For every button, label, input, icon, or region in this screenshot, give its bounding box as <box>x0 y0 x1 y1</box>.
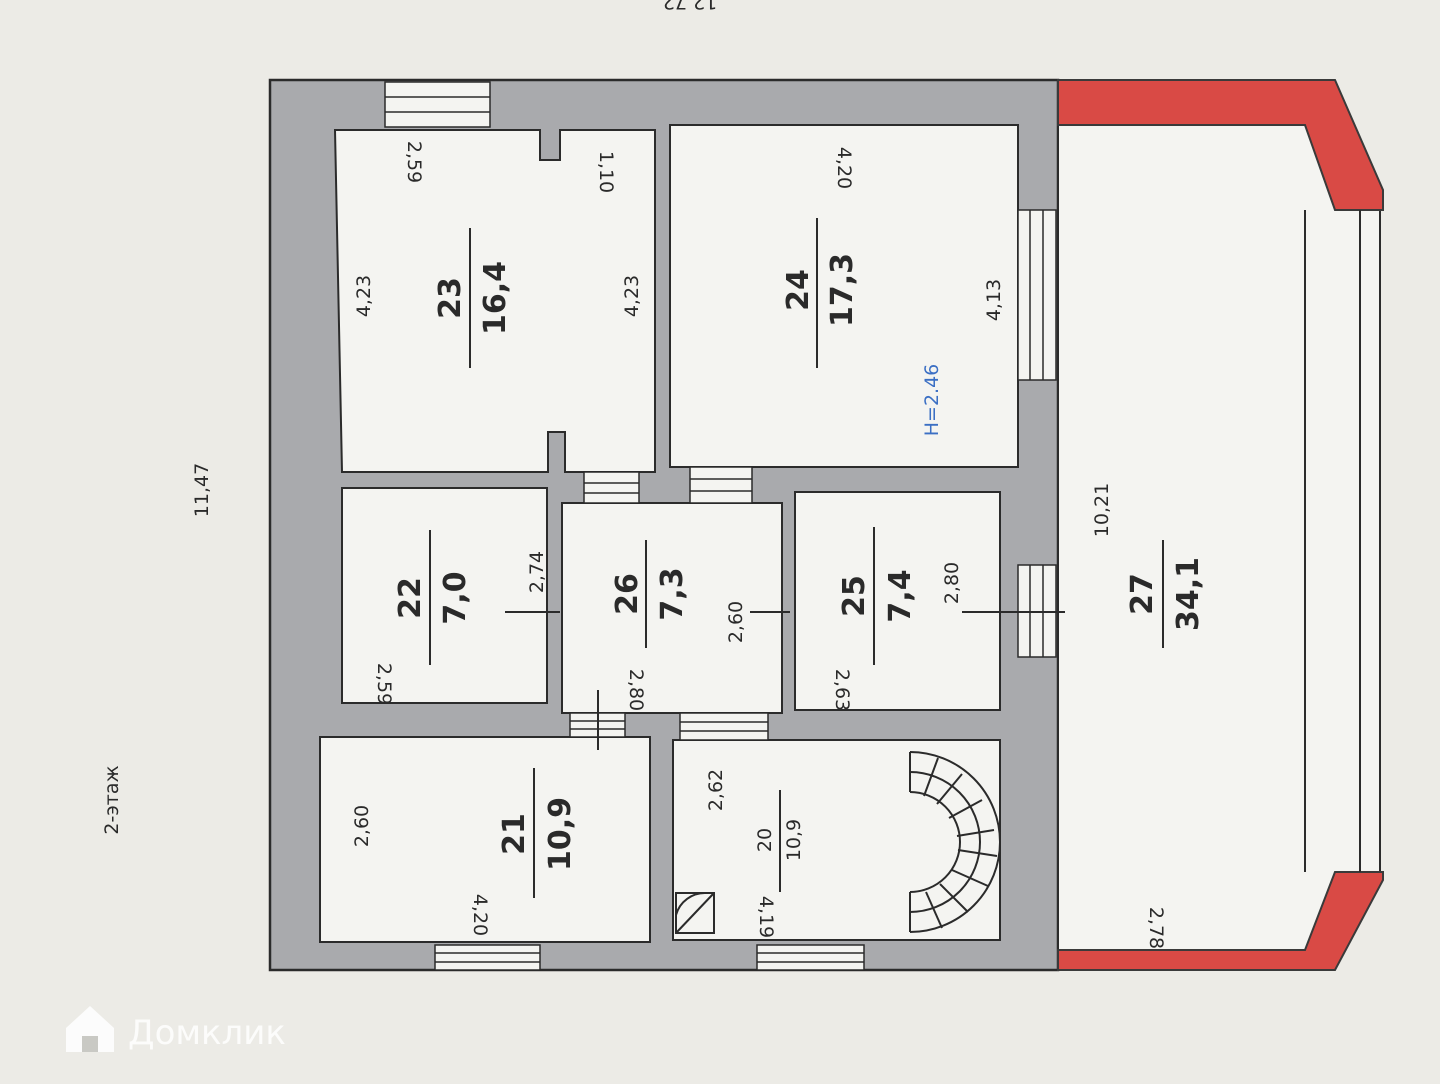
spiral-staircase <box>909 751 1001 933</box>
overall-width: 11,47 <box>191 463 213 517</box>
room-21-dim-bottom: 4,20 <box>469 894 491 936</box>
room-24-area: 17,3 <box>825 253 860 327</box>
floor-label: 2-этаж <box>101 765 123 834</box>
rooms <box>319 124 1019 943</box>
area-fraction-lines <box>429 218 1164 898</box>
room-27-dim-bottom: 2,78 <box>1145 907 1167 949</box>
room-23-dim-notch: 1,10 <box>595 151 617 193</box>
room-21-number: 21 <box>497 813 532 855</box>
room-24 <box>669 124 1019 468</box>
room-22 <box>341 487 548 704</box>
room-25-dim-bottom: 2,63 <box>831 669 853 711</box>
watermark-text: Домклик <box>128 1013 286 1053</box>
room-24-dim-right: 4,13 <box>983 279 1005 321</box>
room-20-area: 10,9 <box>783 819 805 861</box>
window-room-21 <box>434 944 541 971</box>
room-26-dim-bottom: 2,80 <box>625 669 647 711</box>
door-26-20 <box>679 712 769 741</box>
room-25-number: 25 <box>837 575 872 617</box>
room-22-area: 7,0 <box>438 571 473 624</box>
room-23 <box>333 129 656 473</box>
house-logo-icon <box>66 1006 114 1052</box>
room-22-dim-right: 2,74 <box>526 551 548 593</box>
room-24-dim-top: 4,20 <box>833 147 855 189</box>
room-25 <box>794 491 1001 711</box>
right-length: 10,21 <box>1091 483 1113 537</box>
room-20-number: 20 <box>754 828 776 852</box>
room-21 <box>319 736 651 943</box>
watermark: Домклик <box>66 1006 286 1053</box>
top-edge-label: 12.72 <box>663 0 717 13</box>
room-25-area: 7,4 <box>883 569 918 622</box>
room-26-dim-side: 2,60 <box>725 601 747 643</box>
room-24-number: 24 <box>781 269 816 311</box>
room-22-dim-bottom: 2,59 <box>373 663 395 705</box>
window-top <box>384 81 491 128</box>
room-20-dim-left: 2,62 <box>705 769 727 811</box>
room-labels: 23 16,4 24 17,3 22 7,0 26 7,3 25 7,4 21 … <box>393 253 1206 871</box>
room-26-area: 7,3 <box>655 567 690 620</box>
door-26-24 <box>689 466 753 504</box>
windows <box>384 81 1057 971</box>
room-20-dim-bottom: 4,19 <box>755 896 777 938</box>
room-23-dim-left: 4,23 <box>353 275 375 317</box>
stair-symbol <box>675 891 715 934</box>
room-26-number: 26 <box>610 573 645 615</box>
room-27-number: 27 <box>1125 573 1160 615</box>
window-room-24 <box>1017 209 1057 381</box>
door-26-23 <box>583 471 640 504</box>
room-26 <box>561 502 783 714</box>
room-23-dim-right: 4,23 <box>621 275 643 317</box>
room-21-area: 10,9 <box>543 797 578 871</box>
room-27-shell <box>1057 79 1384 971</box>
dimension-labels: 4,23 4,23 2,59 1,10 4,20 4,13 H=2.46 2,5… <box>101 141 1167 949</box>
ceiling-height: H=2.46 <box>921 364 943 437</box>
room-25-dim-side: 2,80 <box>941 562 963 604</box>
room-22-number: 22 <box>393 577 428 619</box>
room-23-area: 16,4 <box>478 261 513 335</box>
room-27-area: 34,1 <box>1171 557 1206 631</box>
room-23-dim-top: 2,59 <box>403 141 425 183</box>
window-room-20 <box>756 944 865 971</box>
room-20 <box>672 739 1001 941</box>
room-23-number: 23 <box>433 277 468 319</box>
room-21-dim-left: 2,60 <box>351 805 373 847</box>
